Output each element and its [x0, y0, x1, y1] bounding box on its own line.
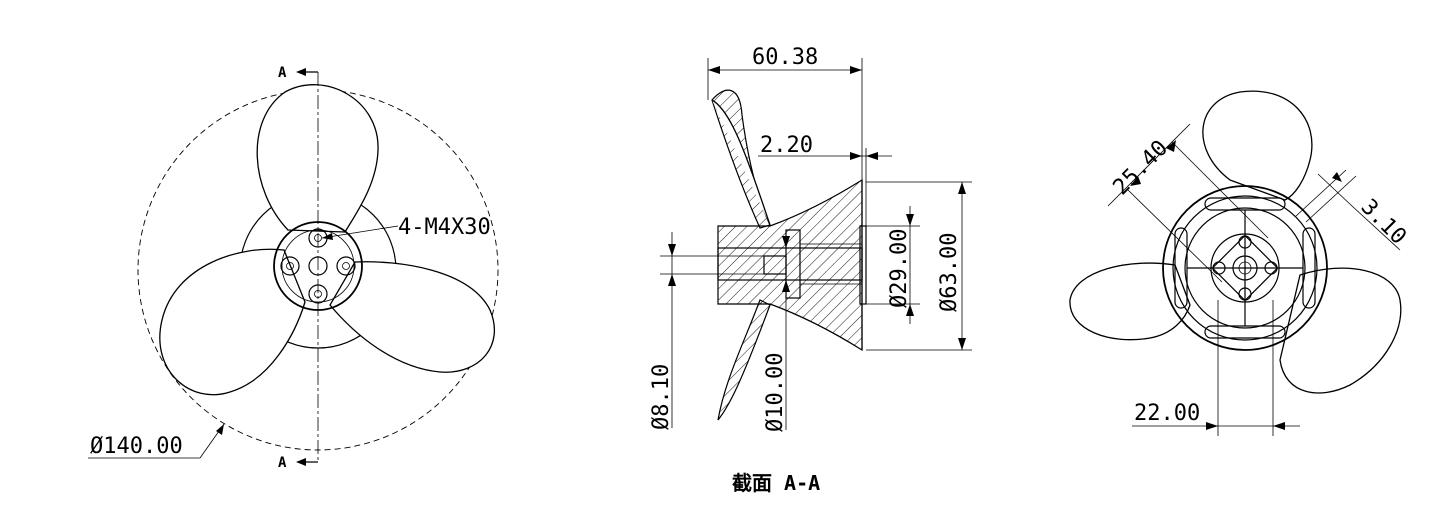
front-view: A A 4-M4X30 Ø140.00: [88, 65, 499, 471]
bolt-callout: 4-M4X30: [398, 215, 491, 240]
rear-hub-ring: [1172, 195, 1318, 341]
bolt-hole-right: [336, 256, 356, 276]
rear-view: 25.40 3.10 22.00: [1069, 90, 1411, 436]
rear-blade-top: [1202, 90, 1313, 201]
section-mark-bottom: A: [278, 455, 287, 471]
hub-inner-label: Ø29.00: [887, 229, 912, 308]
rear-blade-left: [1069, 262, 1191, 341]
section-view: 60.38 2.20 Ø63.00 Ø29.00 Ø8.10 Ø10.00: [649, 45, 972, 495]
bolt-hole-left: [280, 256, 300, 276]
bore-small-label: Ø8.10: [649, 364, 674, 430]
width-dim-label: 22.00: [1134, 401, 1200, 426]
hub-outer-label: Ø63.00: [937, 233, 962, 312]
diag-dim-label: 25.40: [1109, 136, 1174, 201]
overall-length-label: 60.38: [752, 45, 818, 70]
outer-diameter-label: Ø140.00: [90, 434, 183, 459]
blade-right: [329, 261, 496, 373]
rear-hub-outer: [1162, 185, 1328, 351]
rib-dim-label: 3.10: [1356, 195, 1411, 250]
flange-thickness-label: 2.20: [760, 133, 813, 158]
blade-left: [159, 248, 306, 396]
flange: [859, 225, 867, 305]
bore-large-label: Ø10.00: [763, 353, 788, 432]
blade-section-lower: [717, 299, 771, 421]
hub-section: [717, 178, 863, 352]
section-caption: 截面 A-A: [732, 471, 820, 495]
section-mark-top: A: [278, 65, 287, 81]
